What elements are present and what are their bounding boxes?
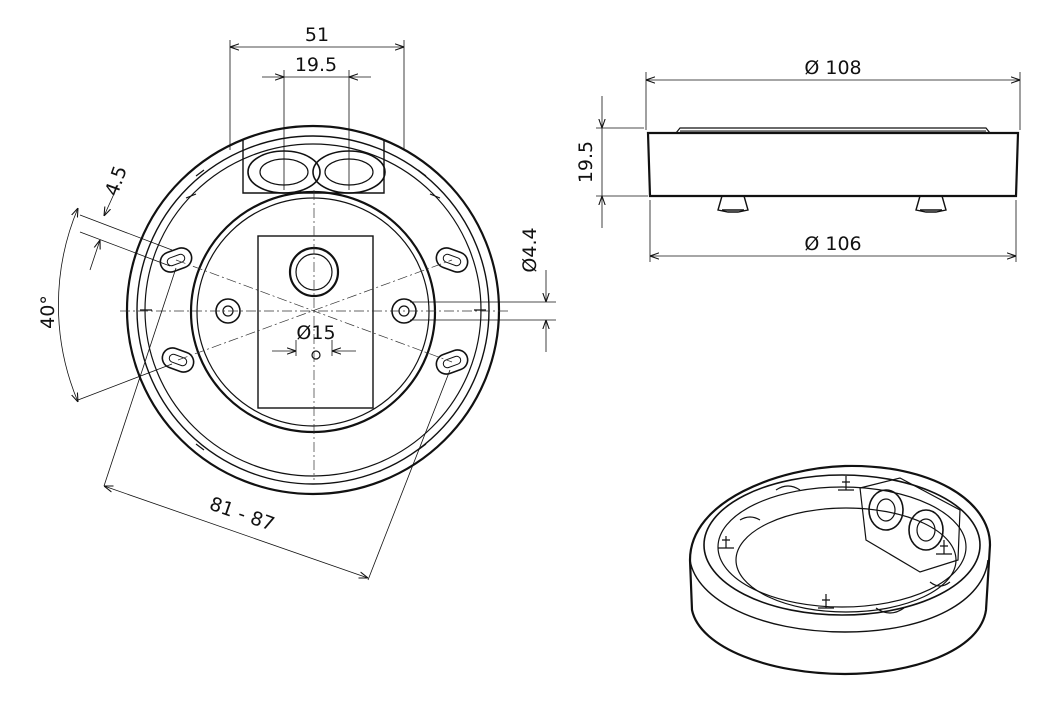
dim-width-19-5: 19.5 xyxy=(295,54,337,76)
dim-slot-4-5: 4.5 xyxy=(101,163,132,199)
dim-width-51: 51 xyxy=(305,24,329,46)
dim-outer-108: Ø 108 xyxy=(804,57,861,79)
dim-spacing-81-87: 81 - 87 xyxy=(207,493,278,536)
isometric-view xyxy=(688,464,992,676)
dim-height-19-5: 19.5 xyxy=(575,141,597,183)
dim-angle-40: 40° xyxy=(37,295,59,329)
mounting-slots xyxy=(159,247,469,375)
dim-hole-4-4: Ø4.4 xyxy=(519,227,541,272)
side-view: Ø 108 19.5 Ø 106 xyxy=(575,57,1021,262)
top-view: 51 19.5 4.5 40° Ø4.4 Ø15 81 - xyxy=(37,24,556,581)
dim-outer-106: Ø 106 xyxy=(804,233,861,255)
cable-entries xyxy=(242,140,386,194)
dim-hole-15: Ø15 xyxy=(296,322,335,344)
